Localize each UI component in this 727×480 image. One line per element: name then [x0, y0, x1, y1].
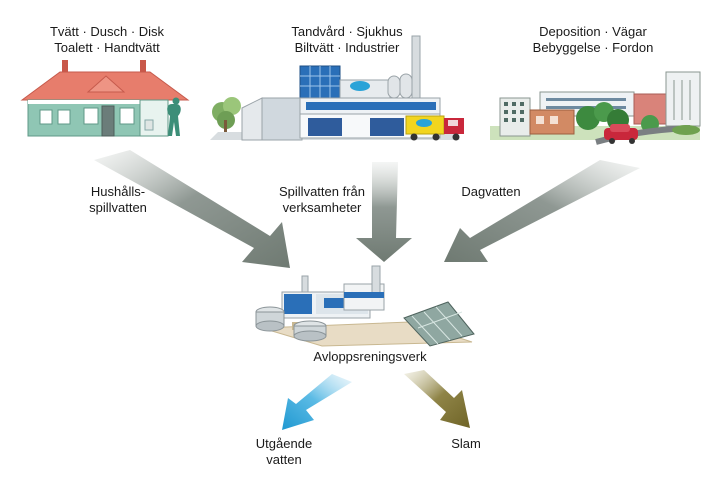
outgoing-water-line-1: Utgående: [255, 436, 313, 451]
industry-sources-label: Tandvård · Sjukhus Biltvätt · Industrier: [262, 24, 432, 56]
urban-illustration: [490, 71, 701, 145]
household-flow-arrow: [94, 150, 290, 268]
household-sources-line-1: Tvätt · Dusch · Disk: [49, 24, 165, 39]
urban-sources-line-2: Bebyggelse · Fordon: [532, 40, 654, 55]
industry-sources-line-2: Biltvätt · Industrier: [294, 40, 400, 55]
urban-sources-line-1: Deposition · Vägar: [539, 24, 647, 39]
treatment-plant-illustration: [255, 265, 475, 347]
household-flow-label: Hushålls- spillvatten: [68, 184, 168, 216]
industry-flow-line-1: Spillvatten från: [279, 184, 365, 199]
household-sources-label: Tvätt · Dusch · Disk Toalett · Handtvätt: [22, 24, 192, 56]
household-flow-line-2: spillvatten: [89, 200, 147, 215]
industry-flow-arrow: [356, 162, 412, 262]
sludge-label: Slam: [436, 436, 496, 452]
plant-label: Avloppsreningsverk: [290, 349, 450, 365]
outgoing-water-arrow: [282, 374, 352, 430]
industry-flow-line-2: verksamheter: [282, 200, 362, 215]
storm-flow-label: Dagvatten: [446, 184, 536, 200]
outgoing-water-label: Utgående vatten: [244, 436, 324, 468]
industry-sources-line-1: Tandvård · Sjukhus: [291, 24, 403, 39]
outgoing-water-line-2: vatten: [266, 452, 302, 467]
sludge-line-1: Slam: [451, 436, 481, 451]
industry-flow-label: Spillvatten från verksamheter: [262, 184, 382, 216]
household-sources-line-2: Toalett · Handtvätt: [54, 40, 160, 55]
urban-sources-label: Deposition · Vägar Bebyggelse · Fordon: [498, 24, 688, 56]
sludge-arrow: [404, 370, 470, 428]
industry-illustration: [210, 35, 464, 141]
plant-label-text: Avloppsreningsverk: [313, 349, 427, 364]
house-illustration: [20, 60, 190, 137]
storm-flow-line-1: Dagvatten: [461, 184, 521, 199]
household-flow-line-1: Hushålls-: [90, 184, 146, 199]
storm-flow-arrow: [444, 160, 640, 262]
